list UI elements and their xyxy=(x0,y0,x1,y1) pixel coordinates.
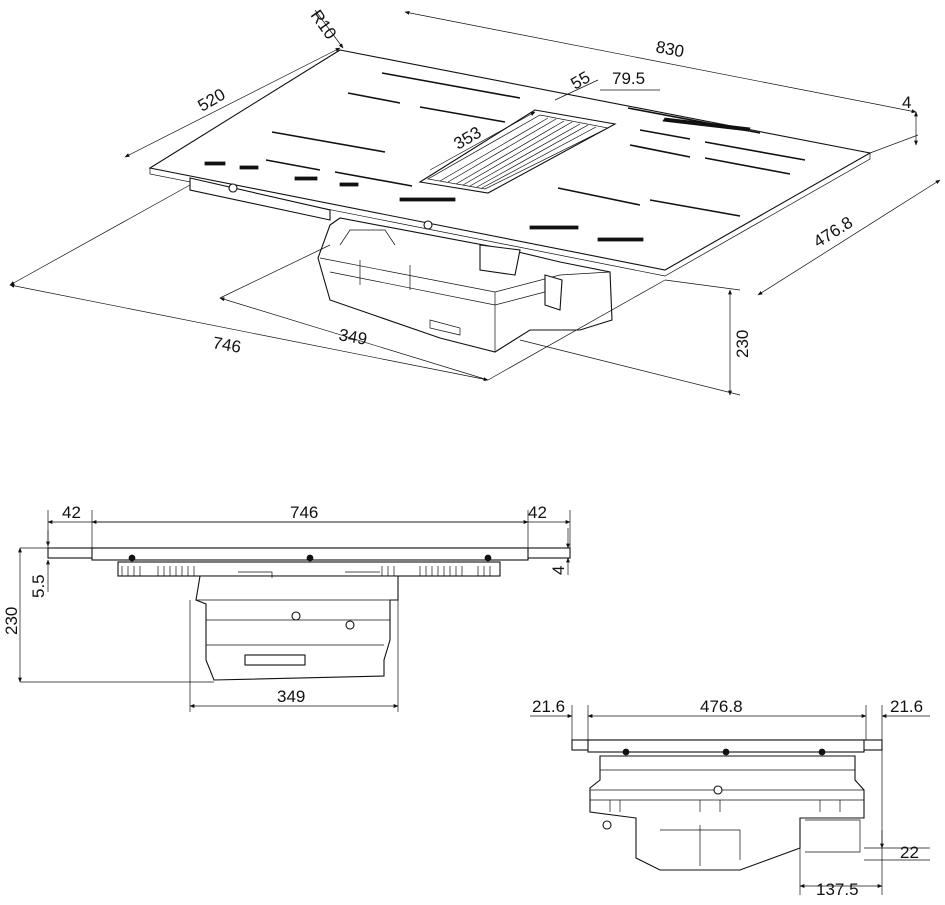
dim-label-front-left-margin: 42 xyxy=(62,503,81,522)
front-view: 42 746 42 4 5.5 230 349 xyxy=(2,503,571,712)
dim-label-iso-depth: 520 xyxy=(195,85,229,116)
dim-label-iso-body-width: 349 xyxy=(337,325,368,349)
front-hob-body xyxy=(47,547,571,681)
dim-label-iso-cutout-depth: 476.8 xyxy=(810,213,856,252)
vent-grille xyxy=(439,117,597,189)
side-hob-body xyxy=(571,739,883,871)
front-cooling-fins xyxy=(121,566,491,576)
dim-label-vent-offset: 55 xyxy=(568,68,594,94)
dim-label-iso-width: 830 xyxy=(654,37,685,61)
dim-label-front-body-width: 349 xyxy=(277,687,305,706)
isometric-view: R10 520 830 4 55 79.5 353 476.8 746 349 … xyxy=(9,6,941,396)
front-dimensions: 42 746 42 4 5.5 230 349 xyxy=(2,503,571,712)
dim-label-front-height: 230 xyxy=(2,607,21,635)
dim-label-side-left-margin: 21.6 xyxy=(532,697,565,716)
dim-label-iso-glass: 4 xyxy=(902,93,911,112)
dim-label-iso-cutout-width: 746 xyxy=(211,333,242,357)
dim-label-side-rear-offset: 22 xyxy=(900,843,919,862)
dim-label-vent-width: 79.5 xyxy=(612,69,645,88)
dim-label-front-cutout-width: 746 xyxy=(290,503,318,522)
dim-label-side-body-offset: 137.5 xyxy=(816,880,859,899)
side-view: 21.6 476.8 21.6 22 137.5 xyxy=(530,697,930,899)
dim-label-front-glass: 4 xyxy=(549,566,568,575)
isometric-hob-glass xyxy=(148,49,872,277)
dim-label-front-right-margin: 42 xyxy=(528,503,547,522)
touch-controls xyxy=(204,161,644,242)
dim-label-front-frame: 5.5 xyxy=(29,574,48,598)
dim-label-iso-height: 230 xyxy=(733,330,752,358)
side-dimensions: 21.6 476.8 21.6 22 137.5 xyxy=(530,697,930,899)
dim-label-side-right-margin: 21.6 xyxy=(890,697,923,716)
dim-label-side-cutout-depth: 476.8 xyxy=(700,697,743,716)
